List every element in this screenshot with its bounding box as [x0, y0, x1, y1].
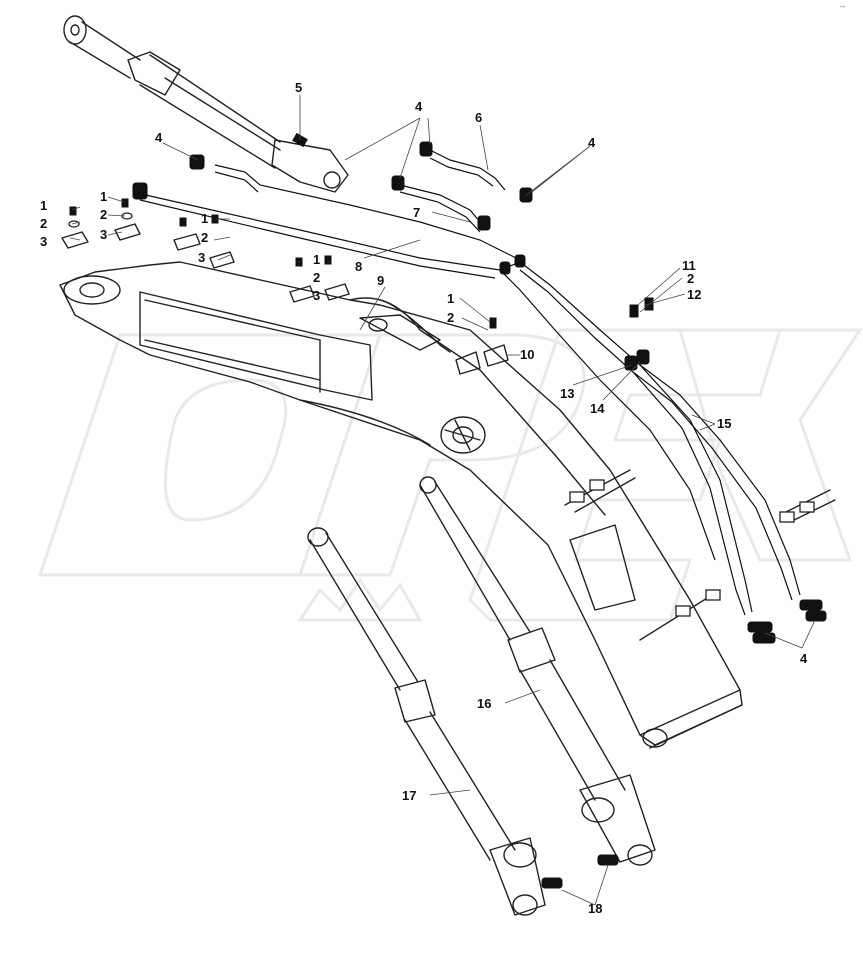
arm-cylinders [307, 476, 656, 916]
leader-lines [69, 95, 816, 906]
callout-5: 5 [295, 80, 302, 95]
callout-4: 4 [415, 99, 423, 114]
callout-2: 2 [313, 270, 320, 285]
callout-15: 15 [717, 416, 731, 431]
callout-3: 3 [40, 234, 47, 249]
callout-1: 1 [313, 252, 320, 267]
callout-4: 4 [588, 135, 596, 150]
callout-1: 1 [40, 198, 47, 213]
callout-3: 3 [313, 288, 320, 303]
callout-3: 3 [100, 227, 107, 242]
callout-9: 9 [377, 273, 384, 288]
callout-14: 14 [590, 401, 605, 416]
clamp-hardware [61, 198, 509, 375]
callout-1: 1 [447, 291, 454, 306]
boom [59, 261, 743, 749]
boom-cylinder [63, 15, 349, 193]
callout-4: 4 [155, 130, 163, 145]
callout-4: 4 [800, 651, 808, 666]
callout-10: 10 [520, 347, 534, 362]
callout-16: 16 [477, 696, 491, 711]
pipe-lines [139, 149, 801, 616]
callout-18: 18 [588, 901, 602, 916]
callout-3: 3 [198, 250, 205, 265]
callout-13: 13 [560, 386, 574, 401]
callout-6: 6 [475, 110, 482, 125]
callout-2: 2 [687, 271, 694, 286]
callout-2: 2 [201, 230, 208, 245]
watermark [37, 328, 863, 622]
callout-11: 11 [682, 258, 696, 273]
callout-2: 2 [100, 207, 107, 222]
callout-1: 1 [100, 189, 107, 204]
hose-couplings [564, 469, 836, 641]
callout-12: 12 [687, 287, 701, 302]
callout-7: 7 [413, 205, 420, 220]
callout-labels: 5 4 6 4 4 1 2 3 1 2 3 1 2 3 7 8 1 2 3 9 … [40, 80, 808, 916]
callout-17: 17 [402, 788, 416, 803]
corner-mark: -- [840, 2, 846, 11]
callout-8: 8 [355, 259, 362, 274]
callout-2: 2 [447, 310, 454, 325]
callout-1: 1 [201, 211, 208, 226]
callout-2: 2 [40, 216, 47, 231]
